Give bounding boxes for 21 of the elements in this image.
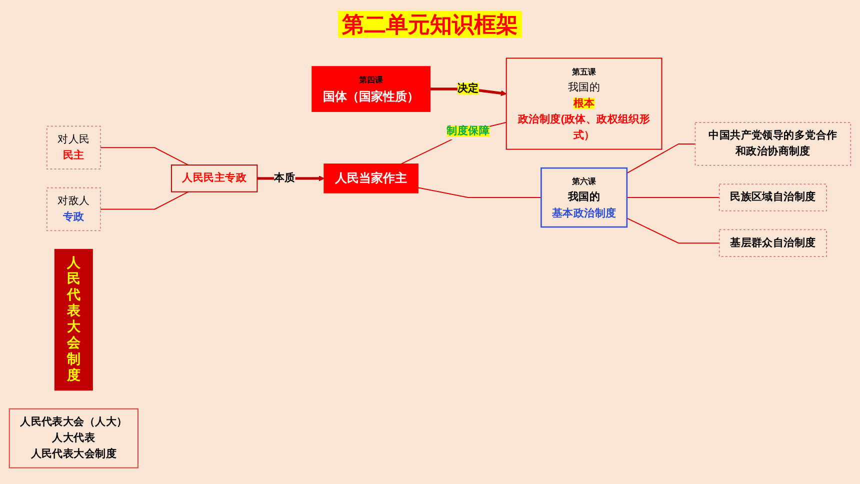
node-box: 人民代表大会制度 (54, 248, 93, 391)
connector (100, 147, 189, 166)
node-box: 基层群众自治制度 (718, 229, 828, 257)
node-box: 中国共产党领导的多党合作和政治协商制度 (694, 122, 852, 166)
node-box: 第六课 我国的 基本政治制度 (540, 167, 628, 228)
edge-label: 本质 (274, 172, 296, 184)
edge-label: 决定 (457, 82, 479, 94)
connector (418, 187, 542, 198)
connector (626, 197, 720, 198)
connector (400, 122, 506, 164)
node-box: 对敌人 专政 (46, 187, 101, 232)
connector (626, 143, 696, 174)
connector (626, 218, 720, 244)
node-box: 第四课 国体（国家性质） (312, 66, 430, 112)
node-box: 人民民主专政 (170, 164, 258, 192)
node-box: 人民当家作主 (324, 164, 418, 194)
node-box: 人民代表大会（人大） 人大代表 人民代表大会制度 (8, 408, 138, 468)
title: 第二单元知识框架 (338, 11, 522, 38)
connector (100, 191, 189, 210)
node-box: 民族区域自治制度 (718, 184, 828, 212)
node-box: 对人民 民主 (46, 126, 101, 170)
